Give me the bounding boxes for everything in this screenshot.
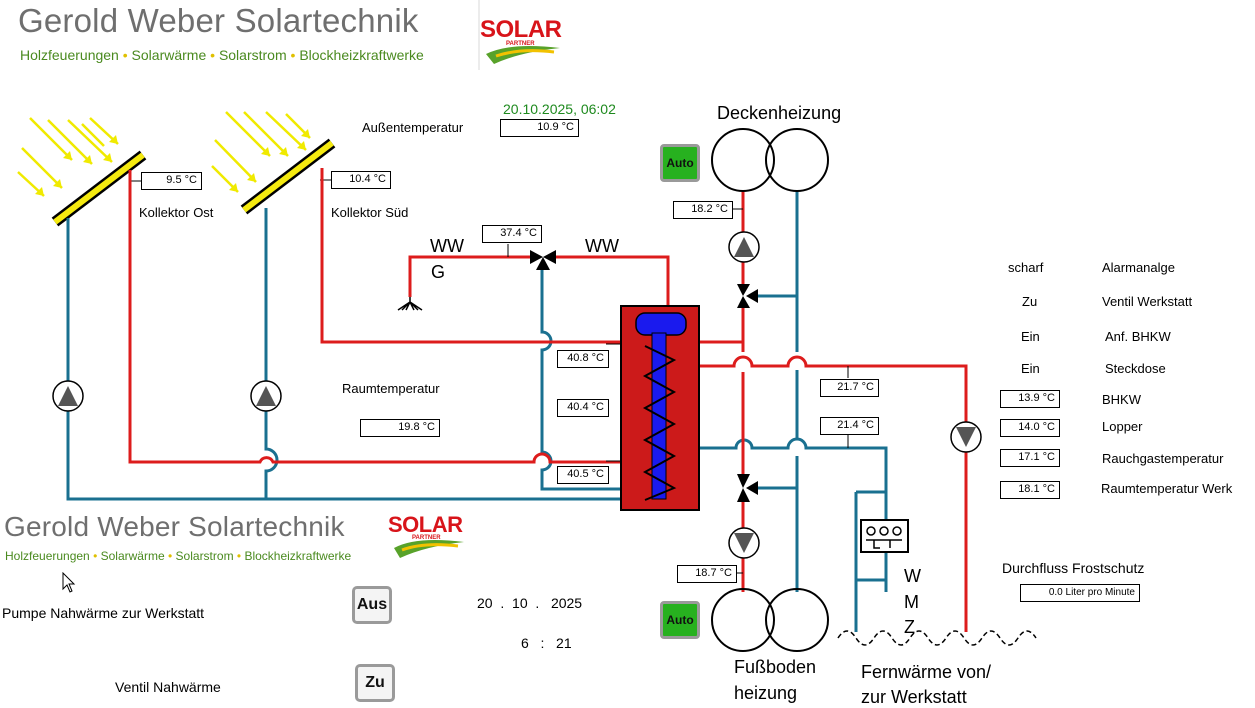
ceiling-heating-coils bbox=[711, 128, 829, 192]
wmz-label-z: Z bbox=[904, 617, 915, 637]
collector-ost-label: Kollektor Ost bbox=[139, 205, 214, 220]
hot-pipes bbox=[128, 168, 968, 632]
solar-partner-logo: SOLAR PARTNER bbox=[480, 12, 568, 70]
valve-toggle-button[interactable]: Zu bbox=[355, 664, 395, 702]
datetime: 20.10.2025, 06:02 bbox=[503, 101, 616, 117]
mouse-cursor-icon bbox=[62, 571, 76, 599]
room-temp-value: 19.8 °C bbox=[360, 419, 440, 437]
wmz-label-w: W bbox=[904, 566, 921, 586]
ww-label-right: WW bbox=[585, 236, 619, 256]
valve-icon bbox=[530, 250, 758, 502]
ceiling-heating-label: Deckenheizung bbox=[717, 103, 842, 123]
wmz-label-m: M bbox=[904, 592, 919, 612]
district-label-2: zur Werkstatt bbox=[861, 687, 967, 707]
status-value-alarm: scharf bbox=[1008, 260, 1044, 275]
pump-label: Pumpe Nahwärme zur Werkstatt bbox=[2, 605, 205, 621]
reading-workshop-value: 18.1 °C bbox=[1000, 481, 1060, 499]
ww-label-left: WW bbox=[430, 236, 464, 256]
status-value-socket: Ein bbox=[1021, 361, 1040, 376]
district-temp-2: 21.4 °C bbox=[820, 417, 879, 435]
flow-value: 0.0 Liter pro Minute bbox=[1020, 584, 1140, 602]
reading-lopper-value: 14.0 °C bbox=[1000, 419, 1060, 437]
status-label-valve: Ventil Werkstatt bbox=[1102, 294, 1193, 309]
ceiling-temp: 18.2 °C bbox=[673, 201, 733, 219]
valve-label: Ventil Nahwärme bbox=[115, 679, 221, 695]
status-label-bhkw: Anf. BHKW bbox=[1105, 329, 1171, 344]
date-display: 20 . 10 . 2025 bbox=[477, 595, 583, 611]
collector-ost-temp: 9.5 °C bbox=[141, 172, 202, 190]
heat-meter-icon bbox=[860, 519, 909, 553]
company-tagline-2: Holzfeuerungen • Solarwärme • Solarstrom… bbox=[5, 549, 352, 563]
room-temp-label: Raumtemperatur bbox=[342, 381, 440, 396]
floor-temp: 18.7 °C bbox=[677, 565, 737, 583]
pump-toggle-button[interactable]: Aus bbox=[352, 586, 392, 624]
district-temp-1: 21.7 °C bbox=[820, 379, 879, 397]
outside-temp-value: 10.9 °C bbox=[500, 119, 579, 137]
g-label: G bbox=[431, 262, 446, 282]
company-tagline: Holzfeuerungen • Solarwärme • Solarstrom… bbox=[20, 47, 424, 63]
sun-rays-sued bbox=[211, 111, 311, 193]
reading-workshop-label: Raumtemperatur Werk bbox=[1101, 481, 1233, 496]
reading-flue-value: 17.1 °C bbox=[1000, 449, 1060, 467]
storage-temp-bottom: 40.5 °C bbox=[557, 466, 609, 484]
collector-ost-panel bbox=[51, 150, 147, 227]
status-label-socket: Steckdose bbox=[1105, 361, 1166, 376]
district-label-1: Fernwärme von/ bbox=[861, 662, 992, 682]
mixer-temp: 37.4 °C bbox=[482, 225, 542, 243]
reading-bhkw-label: BHKW bbox=[1102, 392, 1141, 407]
ground-wave bbox=[837, 630, 1037, 646]
collector-sued-label: Kollektor Süd bbox=[331, 205, 409, 220]
outside-temp-label: Außentemperatur bbox=[362, 120, 464, 135]
storage-temp-top: 40.8 °C bbox=[557, 350, 609, 368]
reading-flue-label: Rauchgastemperatur bbox=[1102, 451, 1224, 466]
floor-heating-coils bbox=[711, 588, 829, 652]
floor-auto-button[interactable]: Auto bbox=[660, 601, 700, 639]
storage-temp-mid: 40.4 °C bbox=[557, 399, 609, 417]
time-display: 6 : 21 bbox=[521, 635, 572, 651]
floor-heating-label-1: Fußboden bbox=[734, 657, 817, 677]
reading-bhkw-value: 13.9 °C bbox=[1000, 390, 1060, 408]
storage-tank bbox=[620, 305, 700, 511]
ceiling-auto-button[interactable]: Auto bbox=[660, 144, 700, 182]
reading-lopper-label: Lopper bbox=[1102, 419, 1143, 434]
floor-heating-label-2: heizung bbox=[734, 683, 798, 703]
collector-sued-panel bbox=[240, 138, 336, 215]
cold-pipes bbox=[66, 190, 888, 632]
sun-rays-ost bbox=[17, 117, 119, 197]
status-label-alarm: Alarmanalge bbox=[1102, 260, 1175, 275]
collector-sued-temp: 10.4 °C bbox=[331, 171, 391, 189]
company-title-2: Gerold Weber Solartechnik bbox=[4, 511, 345, 542]
flow-label: Durchfluss Frostschutz bbox=[1002, 560, 1145, 576]
company-title: Gerold Weber Solartechnik bbox=[18, 2, 419, 39]
status-value-valve: Zu bbox=[1022, 294, 1038, 309]
status-value-bhkw: Ein bbox=[1021, 329, 1040, 344]
shower-icon bbox=[397, 297, 423, 311]
solar-partner-logo-2: SOLAR PARTNER bbox=[388, 508, 470, 566]
